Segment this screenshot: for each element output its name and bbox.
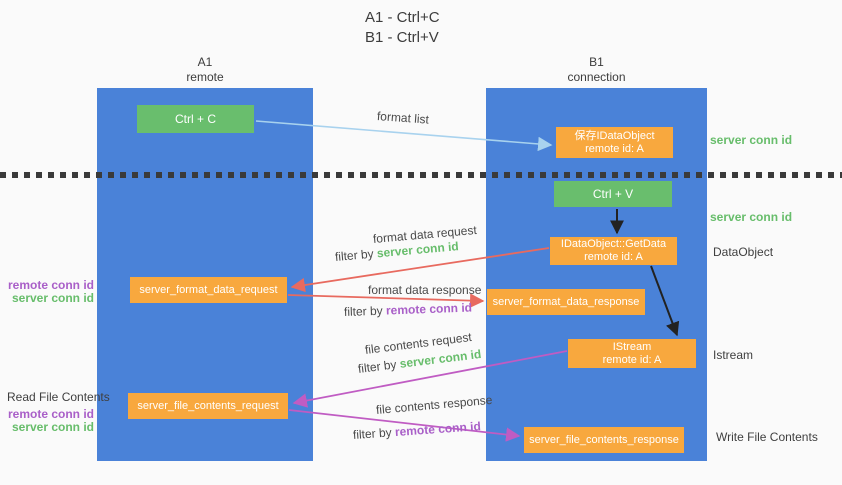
node-istream-line1: IStream	[612, 340, 652, 353]
left-column-name: A1	[197, 55, 213, 69]
diagram-title: A1 - Ctrl+C B1 - Ctrl+V	[365, 8, 440, 48]
node-server-format-data-response-label: server_format_data_response	[492, 295, 640, 308]
node-server-file-contents-response: server_file_contents_response	[524, 427, 684, 453]
left-label-server-conn-id-1: server conn id	[11, 291, 94, 305]
node-idataobject-getdata-line1: IDataObject::GetData	[560, 238, 667, 250]
label-file-contents-response: file contents response	[375, 392, 493, 417]
title-line-2: B1 - Ctrl+V	[365, 29, 439, 46]
node-idataobject-getdata: IDataObject::GetData remote id: A	[550, 237, 677, 265]
filter-by-text: filter by	[334, 246, 375, 264]
left-column-header: A1 remote	[97, 55, 313, 85]
right-column-name: B1	[589, 55, 604, 69]
node-server-file-contents-request-label: server_file_contents_request	[137, 399, 279, 412]
filter-by-text: filter by	[343, 303, 383, 319]
left-label-remote-conn-id-1: remote conn id	[7, 278, 94, 292]
node-server-file-contents-request: server_file_contents_request	[128, 393, 288, 419]
label-filter-by-remote-conn-id-1: filter by remote conn id	[344, 301, 472, 319]
title-line-1: A1 - Ctrl+C	[365, 9, 440, 26]
remote-conn-id-text: remote conn id	[385, 300, 473, 318]
node-save-idataobject-line1: 保存IDataObject	[574, 129, 655, 142]
left-column-role: remote	[186, 70, 224, 84]
node-ctrl-v: Ctrl + V	[554, 181, 672, 207]
node-save-idataobject: 保存IDataObject remote id: A	[556, 127, 673, 158]
filter-by-text: filter by	[352, 425, 393, 442]
right-label-dataobject: DataObject	[713, 245, 774, 259]
right-column-role: connection	[567, 70, 626, 84]
node-istream: IStream remote id: A	[568, 339, 696, 368]
node-server-format-data-request: server_format_data_request	[130, 277, 287, 303]
label-format-list: format list	[376, 109, 430, 127]
right-label-write-file-contents: Write File Contents	[716, 430, 818, 444]
left-label-read-file-contents: Read File Contents	[7, 390, 110, 404]
label-format-data-response: format data response	[368, 283, 482, 297]
node-ctrl-v-label: Ctrl + V	[592, 187, 634, 201]
node-server-format-data-request-label: server_format_data_request	[139, 283, 278, 296]
node-server-file-contents-response-label: server_file_contents_response	[529, 433, 679, 446]
right-label-server-conn-id-mid: server conn id	[710, 210, 793, 224]
filter-by-text: filter by	[357, 357, 398, 376]
node-istream-line2: remote id: A	[602, 353, 662, 366]
right-label-server-conn-id-top: server conn id	[710, 133, 793, 147]
node-server-format-data-response: server_format_data_response	[487, 289, 645, 315]
node-idataobject-getdata-line2: remote id: A	[584, 251, 643, 263]
right-column-header: B1 connection	[486, 55, 707, 85]
left-label-remote-conn-id-2: remote conn id	[7, 407, 94, 421]
node-ctrl-c-label: Ctrl + C	[174, 112, 216, 126]
remote-conn-id-text: remote conn id	[394, 419, 482, 440]
dotted-separator-line	[0, 172, 842, 178]
node-save-idataobject-line2: remote id: A	[585, 142, 644, 155]
right-label-istream: Istream	[713, 348, 754, 362]
left-label-server-conn-id-2: server conn id	[11, 420, 94, 434]
label-filter-by-remote-conn-id-2: filter by remote conn id	[353, 419, 482, 442]
node-ctrl-c: Ctrl + C	[137, 105, 254, 133]
